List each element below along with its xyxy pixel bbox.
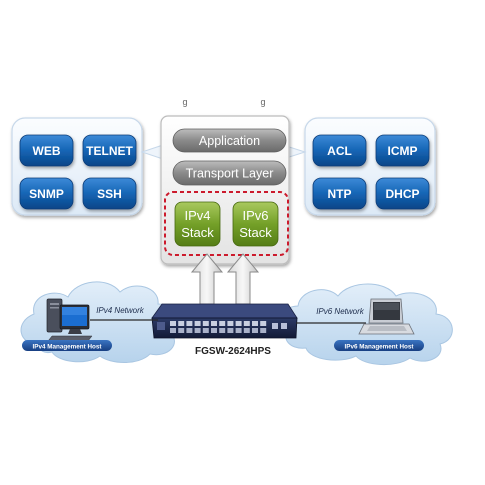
ipv4-host-label-badge: IPv4 Management Host xyxy=(22,340,112,351)
switch-port xyxy=(252,321,258,326)
left-service-label: SSH xyxy=(97,187,122,201)
switch-port xyxy=(194,321,201,326)
switch-port xyxy=(243,328,250,333)
switch-port xyxy=(178,321,185,326)
switch-port xyxy=(186,321,193,326)
left-service-snmp: SNMP xyxy=(19,177,74,210)
switch-port xyxy=(170,328,176,333)
left-service-ssh: SSH xyxy=(82,177,137,210)
ipv6-host-label: IPv6 Management Host xyxy=(345,344,415,351)
right-service-label: NTP xyxy=(328,187,352,201)
left-service-label: WEB xyxy=(33,144,61,158)
switch-port xyxy=(211,321,217,326)
right-service-label: ICMP xyxy=(388,144,418,158)
right-service-icmp: ICMP xyxy=(375,134,430,167)
ipv6-stack: IPv6 Stack xyxy=(232,201,279,247)
switch-port xyxy=(227,328,234,333)
ipv4-stack-line2: Stack xyxy=(181,225,214,240)
switch-port xyxy=(243,321,250,326)
up-arrow-right xyxy=(226,253,260,305)
switch-port xyxy=(227,321,234,326)
tick-mark-left: g xyxy=(182,97,187,107)
switch-port xyxy=(186,328,193,333)
desktop-computer-icon xyxy=(46,298,93,342)
ipv6-network-label: IPv6 Network xyxy=(316,307,365,316)
application-label: Application xyxy=(199,134,260,148)
transport-layer-label: Transport Layer xyxy=(186,167,274,181)
switch-port xyxy=(219,321,226,326)
ipv4-stack: IPv4 Stack xyxy=(174,201,221,247)
right-service-acl: ACL xyxy=(312,134,367,167)
ipv6-stack-line1: IPv6 xyxy=(242,208,268,223)
switch-port xyxy=(170,321,176,326)
left-service-telnet: TELNET xyxy=(82,134,137,167)
switch-port xyxy=(194,328,201,333)
ipv6-stack-line2: Stack xyxy=(239,225,272,240)
dual-stack-dashed-box xyxy=(164,191,289,256)
switch-port xyxy=(260,321,267,326)
right-service-dhcp: DHCP xyxy=(375,177,430,210)
switch-port xyxy=(235,328,242,333)
switch-port xyxy=(211,328,217,333)
left-service-web: WEB xyxy=(19,134,74,167)
switch-model-label: FGSW-2624HPS xyxy=(195,346,271,357)
application-layer: Application xyxy=(172,128,287,153)
ipv4-network-label: IPv4 Network xyxy=(96,306,145,315)
switch-port xyxy=(260,328,267,333)
switch-port xyxy=(252,328,258,333)
ipv6-host-label-badge: IPv6 Management Host xyxy=(334,340,424,351)
up-arrow-left xyxy=(190,253,224,305)
switch-port xyxy=(178,328,185,333)
switch-port xyxy=(202,321,209,326)
switch-port xyxy=(235,321,242,326)
right-service-ntp: NTP xyxy=(312,177,367,210)
tick-mark-right: g xyxy=(260,97,265,107)
ipv4-stack-line1: IPv4 xyxy=(184,208,210,223)
right-service-label: ACL xyxy=(327,144,352,158)
laptop-icon xyxy=(358,298,415,335)
switch-port xyxy=(202,328,209,333)
right-service-label: DHCP xyxy=(385,187,419,201)
switch-port xyxy=(219,328,226,333)
transport-layer: Transport Layer xyxy=(172,160,287,186)
network-switch-icon xyxy=(151,303,298,339)
left-service-label: TELNET xyxy=(86,144,133,158)
left-service-label: SNMP xyxy=(29,187,64,201)
ipv4-host-label: IPv4 Management Host xyxy=(33,344,103,351)
